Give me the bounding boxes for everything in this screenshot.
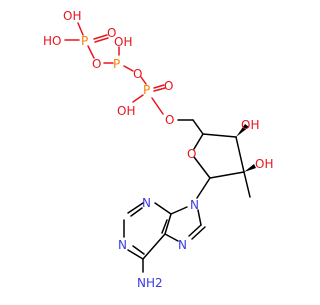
n3-c2p-bond (127, 202, 144, 214)
p2-oh-label: OH (114, 35, 132, 49)
p1-double-o-bond-a (93, 34, 108, 40)
n3-label: N (142, 196, 151, 210)
nh2-label: NH2 (137, 276, 163, 290)
p3-o-bottom-label: O (165, 113, 174, 127)
c2-oh-label: OH (255, 157, 273, 171)
p2-phosphorus-label: P (113, 57, 120, 71)
p2-o-right-label: O (133, 67, 142, 81)
p2-o-left-label: O (92, 57, 101, 71)
p3-oh-bond (132, 94, 144, 103)
molecule-svg: OH HO P O OH O P O P O OH O O OH OH N N … (43, 9, 273, 290)
n1-c6-double (132, 245, 145, 255)
p2-o-right-bond (123, 65, 134, 72)
p3-double-o-bond-b (153, 87, 166, 92)
n1-c6-bond (127, 249, 144, 260)
n9-label: N (190, 198, 199, 212)
p3-phosphorus-label: P (143, 83, 150, 97)
n7-label: N (178, 238, 187, 252)
n3-c2p-double (130, 207, 143, 217)
p1-double-o-bond-b (94, 37, 109, 43)
p1-double-o-label: O (107, 26, 116, 40)
n9-c4p-bond (170, 206, 188, 215)
o-p3-bond (140, 76, 147, 85)
c5-c4-bond (192, 119, 204, 135)
p3-double-o-bond-a (153, 84, 165, 89)
n1-label: N (118, 238, 127, 252)
c4-c3-bond (202, 133, 237, 138)
p3-o-bottom-bond (151, 97, 164, 115)
c2-c1-bond (209, 171, 245, 179)
p1-oh-bond (77, 22, 84, 36)
p1-phosphorus-label: P (81, 34, 88, 48)
n7-c5p-bond (164, 233, 179, 242)
p3-oh-left-label: OH (117, 104, 135, 118)
c2-methyl-bond (243, 171, 251, 198)
c8-n7-bond (188, 224, 202, 237)
ring-oxygen-label: O (187, 147, 196, 161)
c6-c5p-bond (142, 233, 166, 260)
c3-oh-wedge (236, 124, 249, 137)
c2-oh-wedge (244, 164, 256, 172)
c3-oh-label: OH (241, 118, 259, 132)
c3-c2-bond (235, 136, 245, 173)
p1-oh-top-label: OH (63, 9, 81, 23)
c4p-n3-bond (154, 202, 172, 215)
c4p-c5p-bond (164, 213, 172, 235)
n9-c8-bond (197, 209, 202, 226)
c4-o4-bond (193, 133, 204, 150)
c8-n7-double (191, 226, 206, 240)
p3-double-o-label: O (164, 79, 173, 93)
c1-o4-bond (193, 156, 211, 179)
p1-ho-left-label: HO (43, 34, 61, 48)
c1-n9-bond (196, 177, 211, 199)
c4p-c5p-double (161, 219, 168, 234)
p1-o-bridge-bond (87, 45, 95, 59)
molecule-structure-canvas: OH HO P O OH O P O P O OH O O OH OH N N … (43, 9, 273, 290)
